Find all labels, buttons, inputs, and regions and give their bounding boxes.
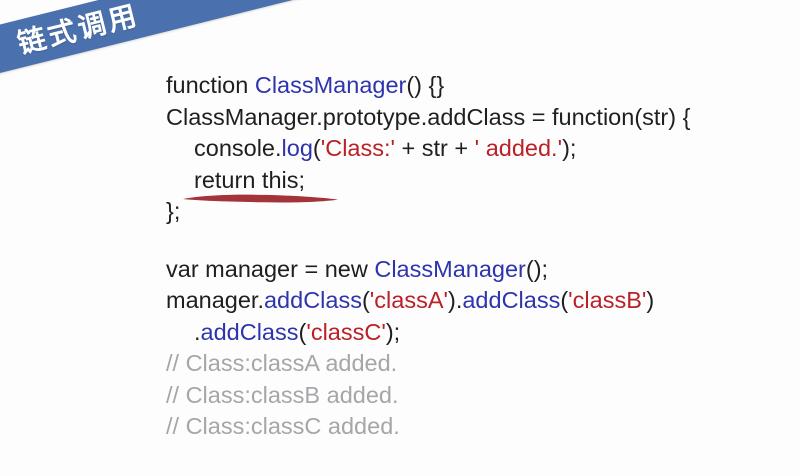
code-segment-plain: ClassManager.prototype.addClass = functi… <box>166 103 691 130</box>
code-segment-ident: log <box>281 135 313 161</box>
code-block: function ClassManager() {}ClassManager.p… <box>166 70 690 443</box>
code-segment-string: 'Class:' <box>320 135 395 161</box>
code-segment-plain: ). <box>448 287 463 313</box>
code-segment-plain: function <box>166 72 255 98</box>
code-line <box>166 228 690 254</box>
code-line: // Class:classC added. <box>166 411 690 443</box>
code-segment-string: 'classA' <box>369 287 448 313</box>
code-segment-plain: var manager = new <box>166 255 375 282</box>
code-segment-comment: // Class:classC added. <box>166 413 400 439</box>
code-segment-plain: (); <box>525 255 549 282</box>
code-segment-plain: return this; <box>194 166 306 193</box>
code-line: ClassManager.prototype.addClass = functi… <box>166 102 690 134</box>
code-segment-plain: ( <box>298 318 307 345</box>
code-segment-ident: addClass <box>263 287 362 313</box>
code-segment-plain: + str + <box>395 135 475 161</box>
code-line: // Class:classB added. <box>166 380 690 412</box>
code-segment-plain: ); <box>562 135 577 161</box>
code-segment-string: ' added.' <box>474 135 563 161</box>
code-segment-ident: ClassManager <box>374 255 526 282</box>
code-line: return this; <box>166 165 690 197</box>
code-line: manager.addClass('classA').addClass('cla… <box>166 285 690 317</box>
code-segment-ident: addClass <box>462 287 561 313</box>
code-line: .addClass('classC'); <box>166 317 690 349</box>
code-segment-comment: // Class:classA added. <box>166 350 398 376</box>
code-segment-plain: . <box>194 318 201 345</box>
code-segment-plain: ( <box>361 287 370 313</box>
code-segment-comment: // Class:classB added. <box>166 381 399 408</box>
code-segment-ident: addClass <box>200 318 299 345</box>
code-segment-plain: }; <box>166 198 181 224</box>
code-line: // Class:classA added. <box>166 348 690 380</box>
code-line: function ClassManager() {} <box>166 70 690 102</box>
code-segment-plain: manager. <box>166 287 264 313</box>
red-underline-annotation <box>183 194 338 203</box>
code-segment-ident: ClassManager <box>254 72 407 98</box>
code-segment-plain: ( <box>560 287 569 313</box>
code-segment-plain: console. <box>194 135 282 161</box>
video-edge-artifact <box>0 0 42 3</box>
code-line: }; <box>166 196 690 228</box>
code-segment-plain: () {} <box>406 72 445 98</box>
code-line: console.log('Class:' + str + ' added.'); <box>166 133 690 165</box>
code-segment-string: 'classB' <box>568 287 647 313</box>
code-segment-string: 'classC' <box>306 318 386 345</box>
code-segment-plain: ) <box>646 287 655 313</box>
code-line: var manager = new ClassManager(); <box>166 254 690 286</box>
code-segment-plain: ); <box>385 318 401 345</box>
code-segment-plain: ( <box>312 135 321 161</box>
